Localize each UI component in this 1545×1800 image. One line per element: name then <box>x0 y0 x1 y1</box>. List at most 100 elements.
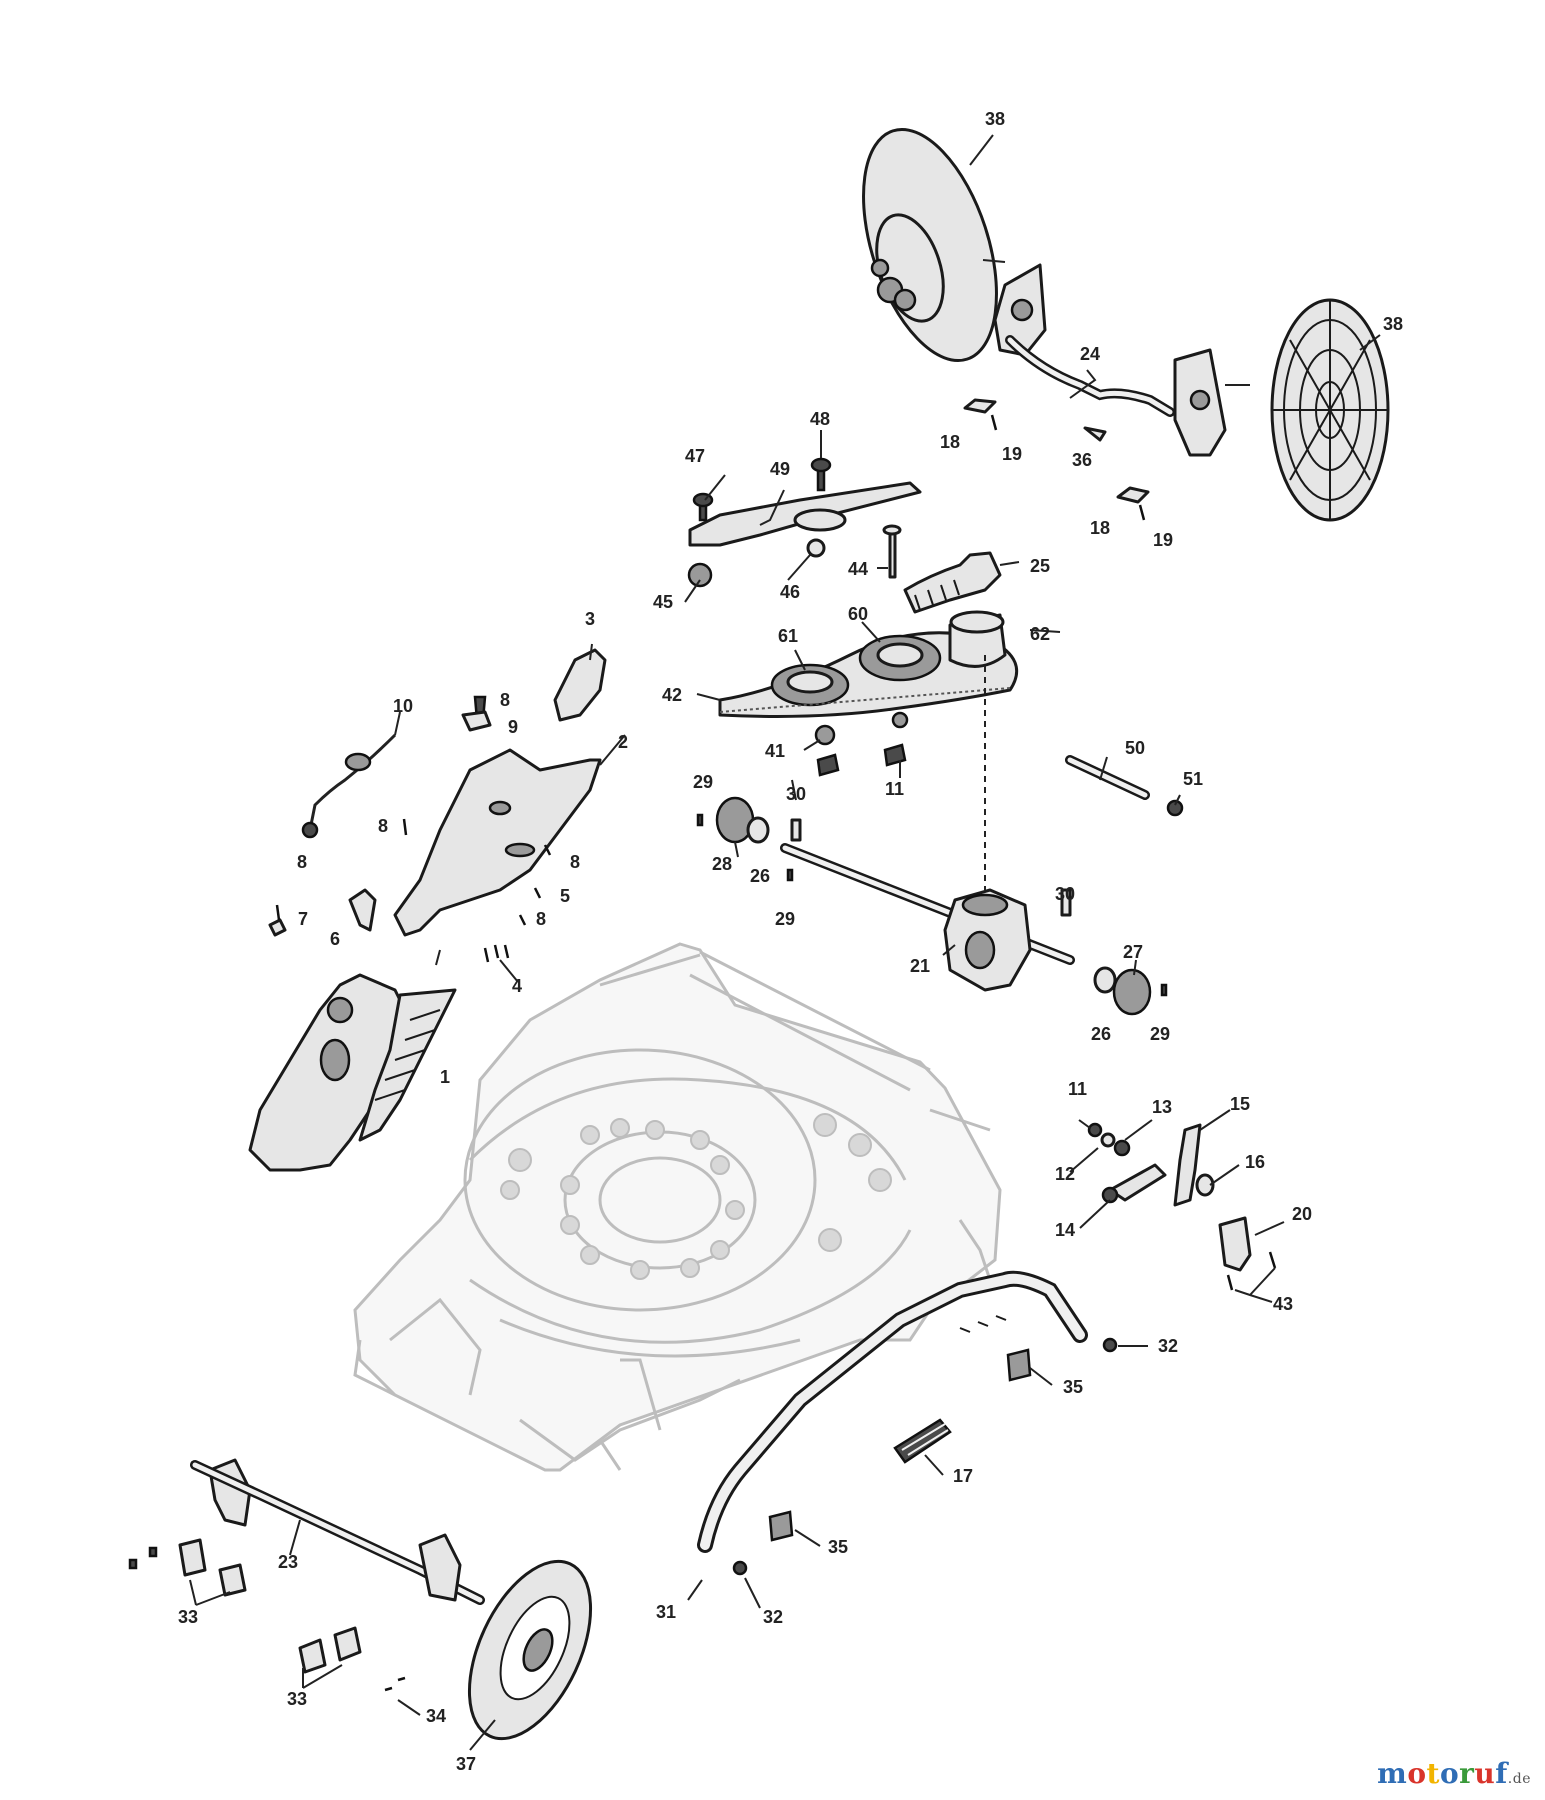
deck-bolt-holes <box>500 1113 892 1280</box>
callout-49: 49 <box>770 459 790 479</box>
logo-letter: m <box>1377 1757 1408 1790</box>
callout-44: 44 <box>848 559 868 579</box>
callout-6: 6 <box>330 929 340 949</box>
logo-suffix: .de <box>1507 1771 1531 1787</box>
small-fasteners-left <box>268 695 552 963</box>
callout-1: 1 <box>440 1067 450 1087</box>
side-cover-2 <box>393 748 602 937</box>
callout-27: 27 <box>1123 942 1143 962</box>
front-frame <box>697 1270 1118 1576</box>
callout-18: 18 <box>1090 518 1110 538</box>
pin-50 <box>1065 755 1184 817</box>
callout-46: 46 <box>780 582 800 602</box>
callout-32: 32 <box>763 1607 783 1627</box>
callout-38: 38 <box>985 109 1005 129</box>
callout-38: 38 <box>1383 314 1403 334</box>
callout-21: 21 <box>910 956 930 976</box>
callout-8: 8 <box>500 690 510 710</box>
callout-17: 17 <box>953 1466 973 1486</box>
callout-28: 28 <box>712 854 732 874</box>
mower-deck <box>353 942 1002 1472</box>
callout-12: 12 <box>1055 1164 1075 1184</box>
callout-30: 30 <box>786 784 806 804</box>
callout-62: 62 <box>1030 624 1050 644</box>
callout-5: 5 <box>560 886 570 906</box>
callout-4: 4 <box>512 976 522 996</box>
callout-24: 24 <box>1080 344 1100 364</box>
callout-50: 50 <box>1125 738 1145 758</box>
callout-43: 43 <box>1273 1294 1293 1314</box>
callout-19: 19 <box>1002 444 1022 464</box>
callout-61: 61 <box>778 626 798 646</box>
callout-32: 32 <box>1158 1336 1178 1356</box>
rear-wheel-left <box>862 127 998 363</box>
callout-37: 37 <box>456 1754 476 1774</box>
belt-drive <box>718 610 1019 777</box>
cable-10 <box>301 733 397 839</box>
rear-wheel-right <box>1270 298 1390 522</box>
callout-33: 33 <box>178 1607 198 1627</box>
height-adjust-parts <box>1087 1122 1277 1291</box>
callout-26: 26 <box>1091 1024 1111 1044</box>
callout-23: 23 <box>278 1552 298 1572</box>
callout-11: 11 <box>1068 1079 1087 1099</box>
callout-9: 9 <box>508 717 518 737</box>
logo-letter: t <box>1426 1757 1440 1790</box>
rear-axle <box>982 259 1250 457</box>
logo-letter: r <box>1459 1757 1475 1790</box>
callout-45: 45 <box>653 592 673 612</box>
callout-51: 51 <box>1183 769 1203 789</box>
callout-34: 34 <box>426 1706 446 1726</box>
callout-42: 42 <box>662 685 682 705</box>
callout-29: 29 <box>693 772 713 792</box>
callout-8: 8 <box>378 816 388 836</box>
callout-13: 13 <box>1152 1097 1172 1117</box>
callout-36: 36 <box>1072 450 1092 470</box>
clips-upper <box>963 398 1150 521</box>
logo-letter: u <box>1474 1757 1496 1790</box>
pins-29-30 <box>696 813 1168 997</box>
handle-bracket-3 <box>553 648 607 722</box>
callout-47: 47 <box>685 446 705 466</box>
leader-lines <box>189 134 1381 1751</box>
blade <box>687 457 922 588</box>
callout-30: 30 <box>1055 884 1075 904</box>
callout-35: 35 <box>1063 1377 1083 1397</box>
callout-2: 2 <box>618 732 628 752</box>
callout-16: 16 <box>1245 1152 1265 1172</box>
callout-41: 41 <box>765 741 785 761</box>
callout-25: 25 <box>1030 556 1050 576</box>
callout-48: 48 <box>810 409 830 429</box>
callout-20: 20 <box>1292 1204 1312 1224</box>
callout-19: 19 <box>1153 530 1173 550</box>
callout-60: 60 <box>848 604 868 624</box>
callout-7: 7 <box>298 909 308 929</box>
callout-31: 31 <box>656 1602 676 1622</box>
callout-26: 26 <box>750 866 770 886</box>
side-cover-1 <box>248 973 457 1172</box>
front-wheel <box>467 1559 593 1741</box>
callout-8: 8 <box>297 852 307 872</box>
logo-letter: o <box>1439 1757 1460 1790</box>
front-clips <box>128 1538 406 1692</box>
callout-33: 33 <box>287 1689 307 1709</box>
callout-8: 8 <box>570 852 580 872</box>
logo-letter: f <box>1495 1757 1508 1790</box>
callout-8: 8 <box>536 909 546 929</box>
callout-29: 29 <box>775 909 795 929</box>
callout-labels: 38 38 24 18 19 36 18 19 48 47 49 44 25 4… <box>178 109 1403 1774</box>
logo-letter: o <box>1407 1757 1427 1790</box>
motoruf-logo: motoruf.de <box>1377 1757 1531 1790</box>
callout-3: 3 <box>585 609 595 629</box>
drive-shaft <box>715 655 1152 1016</box>
front-axle <box>190 1458 485 1605</box>
tensioner <box>903 551 1002 614</box>
callout-10: 10 <box>393 696 413 716</box>
callout-35: 35 <box>828 1537 848 1557</box>
callout-14: 14 <box>1055 1220 1075 1240</box>
callout-15: 15 <box>1230 1094 1250 1114</box>
callout-18: 18 <box>940 432 960 452</box>
callout-29: 29 <box>1150 1024 1170 1044</box>
callout-11: 11 <box>885 779 904 799</box>
